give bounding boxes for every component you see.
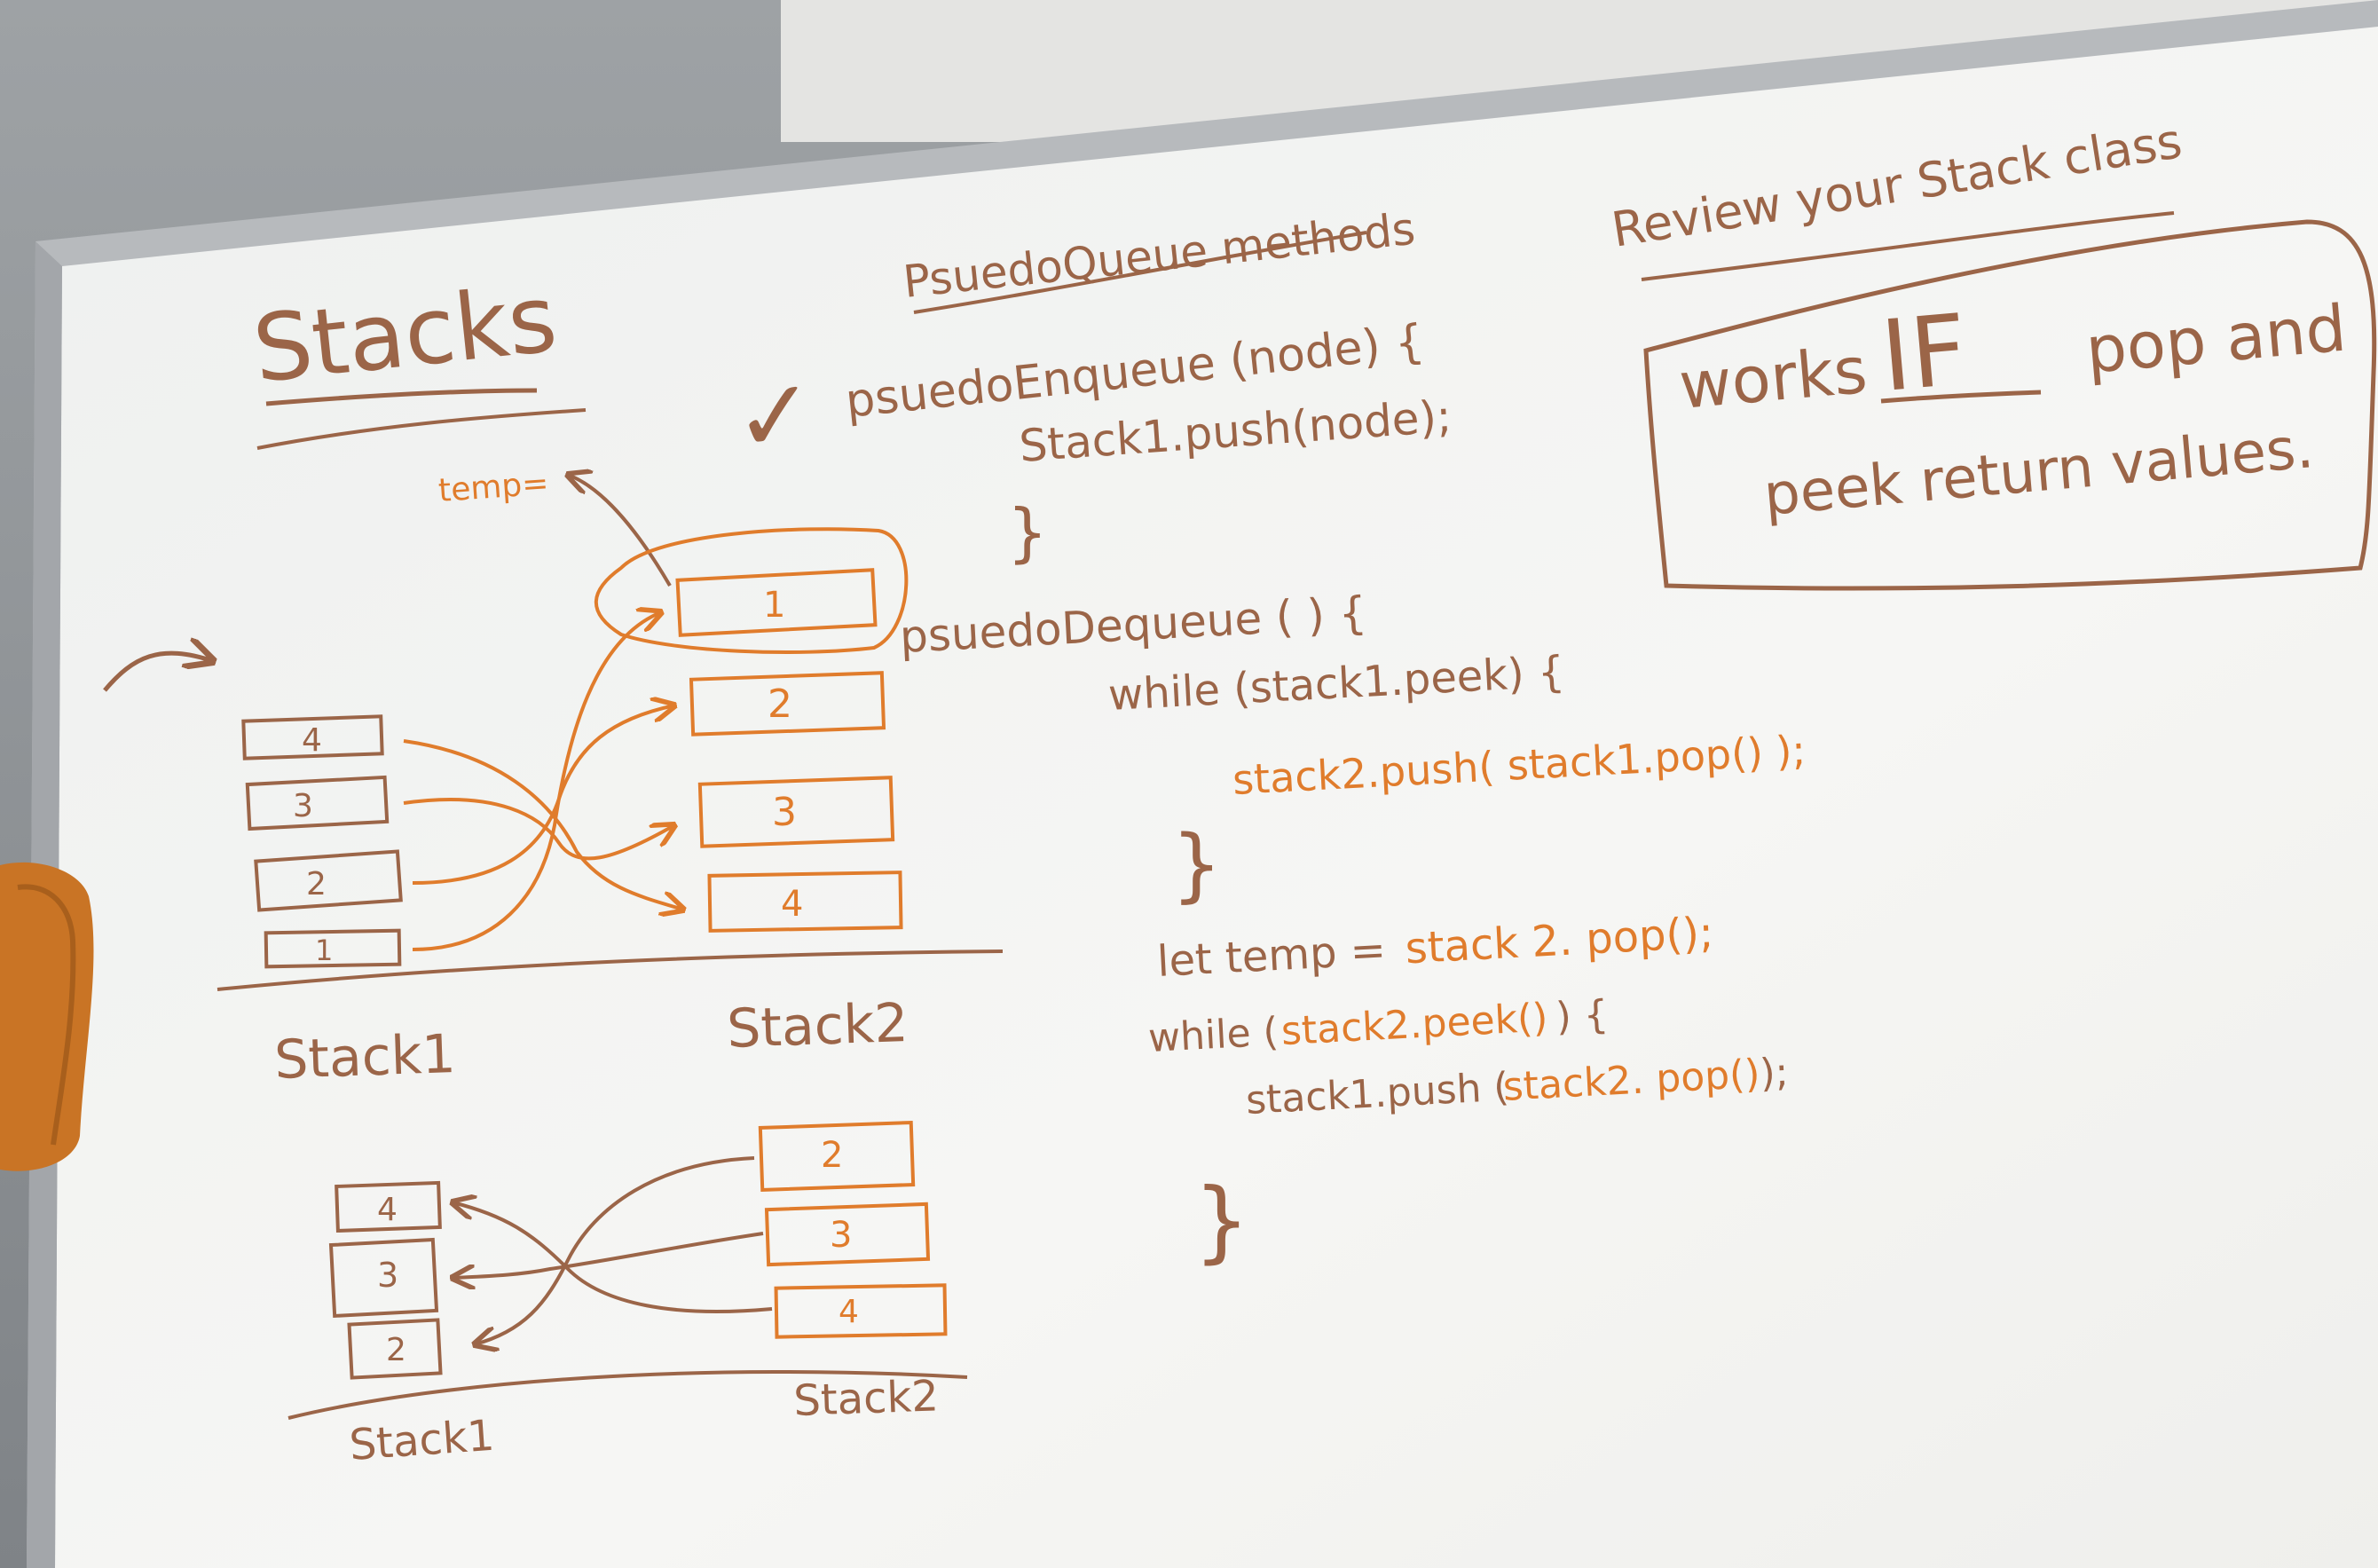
- top-stack2-item: 2: [768, 682, 792, 727]
- review-heading-underline: [1641, 211, 2175, 281]
- top-stack1-label: Stack1: [273, 1023, 457, 1091]
- top-stack1-item: 2: [306, 866, 327, 902]
- top-stack2-box: [689, 671, 886, 737]
- top-arrow-from-3: [403, 798, 674, 861]
- bottom-stack1-item: 2: [386, 1332, 406, 1368]
- top-stack1-item: 3: [293, 788, 313, 824]
- bottom-stack2-item: 4: [839, 1294, 859, 1330]
- code-enqueue-close: }: [1007, 495, 1048, 570]
- bottom-stack1-label: Stack1: [348, 1411, 496, 1470]
- bottom-stack1-box: [347, 1318, 443, 1380]
- code-while2-close: }: [1193, 1169, 1250, 1273]
- bottom-stack1-item: 4: [377, 1192, 398, 1228]
- bottom-stack2-box: [774, 1283, 948, 1339]
- bottom-stack2-item: 3: [830, 1215, 852, 1256]
- bottom-baseline: [287, 1369, 968, 1420]
- bottom-stack2-label: Stack2: [792, 1371, 939, 1426]
- code-while2-end: ) {: [1555, 992, 1610, 1040]
- bottom-stack1-box: [335, 1180, 442, 1233]
- eraser-cloth: [0, 862, 94, 1171]
- top-stack2-box: [675, 568, 878, 637]
- temp-label: temp=: [437, 465, 550, 509]
- bottom-stack2-box: [764, 1202, 931, 1267]
- top-stack1-box: [264, 928, 402, 969]
- top-stack2-item: 1: [763, 585, 785, 626]
- eraser-cloth-shade: [17, 884, 76, 1146]
- top-transfer-arrows: [403, 612, 683, 951]
- methods-heading-underline: [913, 231, 1367, 314]
- review-note-if-underline: [1880, 390, 2042, 404]
- checkmark: ✓: [730, 357, 820, 476]
- bottom-stack2-box: [758, 1120, 916, 1193]
- top-baseline: [217, 949, 1004, 991]
- pointer-squiggle-arrow: [103, 653, 213, 692]
- top-stack2-box: [707, 871, 903, 933]
- bottom-arrow-from-4: [453, 1202, 773, 1313]
- top-stack1: 4 3 2 1: [241, 714, 403, 969]
- board-surface: [55, 27, 2378, 1568]
- top-stack2-label: Stack2: [726, 992, 909, 1060]
- top-stack1-box: [245, 775, 390, 831]
- top-stack1-item: 4: [302, 722, 322, 759]
- code-while2-body-c: );: [1759, 1050, 1790, 1097]
- top-loop-circle: [594, 527, 909, 654]
- top-stack1-box: [254, 849, 403, 912]
- temp-arrow: [568, 475, 672, 587]
- code-let-keyword: let temp =: [1156, 926, 1388, 987]
- review-note-if: IF: [1877, 293, 1972, 414]
- bottom-stack2: 2 3 4: [758, 1120, 948, 1339]
- bottom-stack2-item: 2: [821, 1135, 843, 1176]
- top-stack2-box: [697, 776, 895, 848]
- bottom-transfer-arrows: [453, 1156, 773, 1344]
- bottom-stack1-box: [328, 1237, 439, 1319]
- top-stack1-item: 1: [315, 934, 333, 967]
- top-stack2: 1 2 3 4: [675, 568, 903, 933]
- bottom-stack1: 4 3 2: [328, 1180, 443, 1380]
- code-while2-keyword: while (: [1147, 1009, 1280, 1061]
- review-note-box: [1643, 219, 2377, 591]
- top-stack1-box: [241, 714, 384, 760]
- title-underline-1: [265, 388, 538, 406]
- title-underline-2: [256, 408, 587, 450]
- code-while1-close: }: [1171, 818, 1222, 911]
- review-note-works: works: [1676, 333, 1870, 423]
- bottom-stack1-item: 3: [377, 1256, 398, 1295]
- top-stack2-item: 4: [781, 884, 803, 925]
- top-arrow-from-1: [412, 612, 661, 951]
- top-arrow-from-4: [403, 739, 683, 910]
- bottom-arrow-from-2: [475, 1156, 755, 1344]
- top-stack2-item: 3: [772, 790, 797, 835]
